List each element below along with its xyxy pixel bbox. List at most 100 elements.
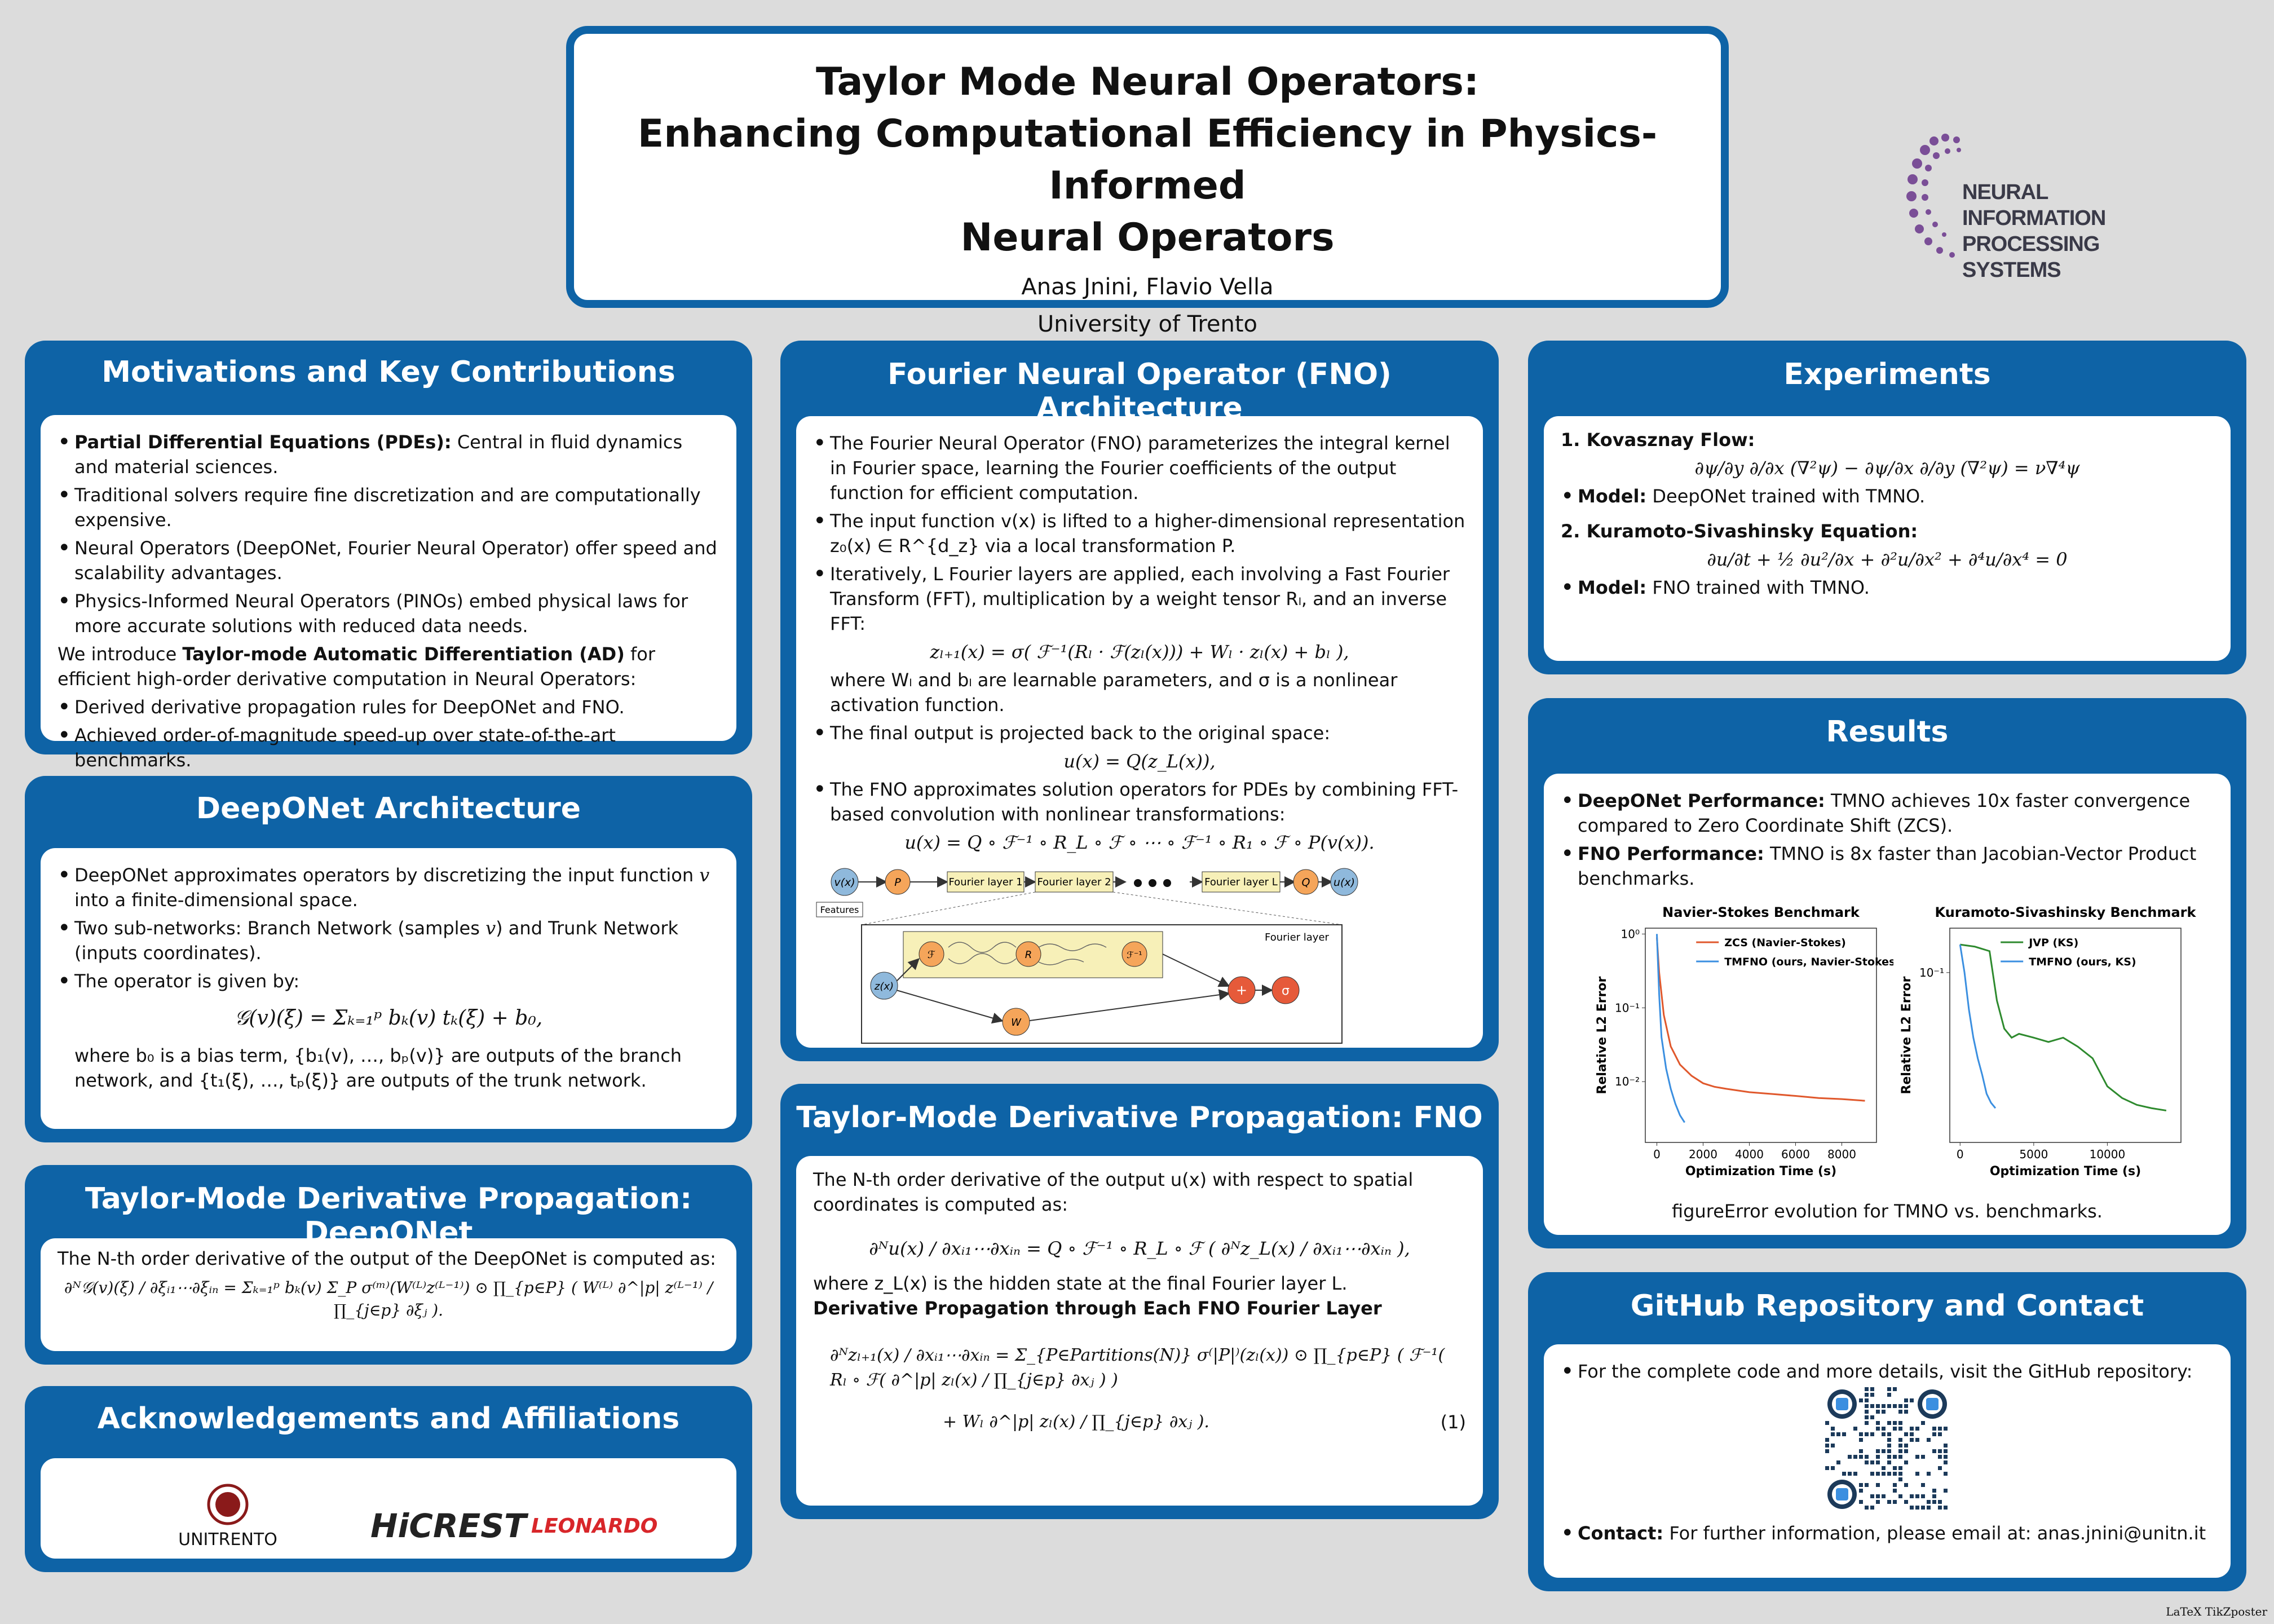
qr-module: [1932, 1427, 1936, 1431]
qr-module: [1921, 1421, 1925, 1425]
results-caption: figureError evolution for TMNO vs. bench…: [1672, 1201, 2103, 1222]
qr-module: [1825, 1421, 1829, 1425]
y-tick-label: 10⁻¹: [1615, 1001, 1640, 1014]
y-axis-label: Relative L2 Error: [1595, 976, 1609, 1094]
github-title: GitHub Repository and Contact: [1630, 1289, 2144, 1323]
qr-module: [1927, 1472, 1931, 1476]
list-item: Derived derivative propagation rules for…: [58, 695, 719, 720]
qr-module: [1887, 1387, 1891, 1391]
qr-module: [1898, 1427, 1902, 1431]
leonardo-logo: LEONARDO: [531, 1515, 657, 1538]
contact-bold: Contact:: [1578, 1522, 1664, 1544]
qr-module: [1927, 1438, 1931, 1442]
github-panel: GitHub Repository and Contact For the co…: [1528, 1272, 2246, 1591]
unitrento-logo: UNITRENTO: [178, 1484, 277, 1550]
zx-node: [870, 972, 898, 1000]
intro-paragraph: We introduce Taylor-mode Automatic Diffe…: [58, 642, 719, 691]
qr-module: [1887, 1460, 1891, 1464]
fno-eq1-where: where Wₗ and bₗ are learnable parameters…: [830, 669, 1398, 716]
qr-module: [1859, 1449, 1863, 1453]
pde-bold: Partial Differential Equations (PDEs):: [74, 431, 452, 453]
list-item: Neural Operators (DeepONet, Fourier Neur…: [58, 536, 719, 585]
qr-module: [1915, 1494, 1919, 1498]
taylor-fno-text: The N-th order derivative of the output …: [813, 1169, 1414, 1215]
results-title: Results: [1826, 715, 1949, 749]
equation-number: (1): [1440, 1411, 1466, 1433]
qr-module: [1876, 1472, 1880, 1476]
qr-module: [1915, 1438, 1919, 1442]
qr-module: [1882, 1494, 1886, 1498]
qr-module: [1876, 1483, 1880, 1487]
qr-module: [1865, 1460, 1869, 1464]
footer-tag: LaTeX TikZposter: [2166, 1605, 2267, 1618]
fno-title: Fourier Neural Operator (FNO) Architectu…: [887, 358, 1392, 425]
contact-text: For further information, please email at…: [1663, 1522, 2206, 1544]
qr-module: [1932, 1489, 1936, 1493]
r2-text: TMNO is 8x faster than Jacobian-Vector P…: [1578, 843, 2197, 889]
fl1-label: Fourier layer 1: [948, 876, 1022, 888]
exp2-model: FNO trained with TMNO.: [1646, 577, 1870, 598]
qr-module: [1927, 1506, 1931, 1510]
qr-module: [1831, 1466, 1835, 1470]
qr-module: [1876, 1404, 1880, 1408]
taylor-deeponet-body: The N-th order derivative of the output …: [41, 1238, 736, 1351]
qr-module: [1853, 1472, 1857, 1476]
x-tick-label: 5000: [2019, 1148, 2048, 1161]
exp2-eq: ∂u/∂t + ½ ∂u²/∂x + ∂²u/∂x² + ∂⁴u/∂x⁴ = 0: [1707, 549, 2068, 570]
qr-module: [1876, 1421, 1880, 1425]
series-line-0: [1656, 937, 1865, 1102]
taylor-fno-body: The N-th order derivative of the output …: [796, 1156, 1483, 1506]
legend-label: JVP (KS): [2028, 937, 2078, 949]
qr-module: [1865, 1404, 1869, 1408]
zx-label: z(x): [874, 981, 894, 992]
taylor-fno-panel: Taylor-Mode Derivative Propagation: FNO …: [780, 1084, 1499, 1519]
taylor-fno-subhead: Derivative Propagation through Each FNO …: [813, 1298, 1382, 1319]
qr-module: [1904, 1460, 1908, 1464]
qr-module: [1904, 1449, 1908, 1453]
qr-module: [1887, 1500, 1891, 1504]
qr-code[interactable]: [1825, 1387, 1949, 1511]
authors: Anas Jnini, Flavio Vella: [1021, 274, 1274, 300]
fourier-layer-2: [1035, 871, 1114, 893]
ux-node: [1330, 868, 1358, 896]
qr-module: [1944, 1427, 1948, 1431]
plot-frame: [1645, 928, 1877, 1143]
b2-var: v: [485, 917, 496, 939]
affiliation: University of Trento: [1037, 311, 1257, 337]
qr-module: [1904, 1483, 1908, 1487]
qr-module: [1870, 1494, 1874, 1498]
r1-bold: DeepONet Performance:: [1578, 790, 1825, 811]
spectral-block: [903, 931, 1163, 978]
qr-module: [1938, 1466, 1942, 1470]
qr-module: [1887, 1393, 1891, 1397]
exp1-eq: ∂ψ/∂y ∂/∂x (∇²ψ) − ∂ψ/∂x ∂/∂y (∇²ψ) = ν∇…: [1694, 457, 2080, 479]
plot-frame: [1949, 928, 2182, 1143]
hicrest-label: HiCREST: [370, 1507, 529, 1545]
experiments-title: Experiments: [1783, 358, 1991, 391]
fno-body: The Fourier Neural Operator (FNO) parame…: [796, 416, 1483, 1048]
qr-module: [1825, 1466, 1829, 1470]
qr-module: [1865, 1387, 1869, 1391]
qr-module: [1893, 1427, 1897, 1431]
qr-module: [1882, 1427, 1886, 1431]
qr-module: [1876, 1410, 1880, 1414]
qr-module: [1938, 1427, 1942, 1431]
r-node: [1015, 941, 1041, 967]
qr-module: [1882, 1472, 1886, 1476]
poster-title-line3: Neural Operators: [960, 215, 1335, 260]
ux-label: u(x): [1334, 876, 1355, 889]
qr-module: [1853, 1427, 1857, 1431]
qr-module: [1904, 1404, 1908, 1408]
qr-module: [1870, 1472, 1874, 1476]
w-node: [1002, 1008, 1030, 1036]
qr-finder-center: [1836, 1488, 1848, 1501]
fno-eq2: u(x) = Q(z_L(x)),: [1063, 751, 1216, 772]
sum-label: +: [1236, 982, 1247, 998]
qr-module: [1870, 1387, 1874, 1391]
qr-module: [1893, 1404, 1897, 1408]
qr-module: [1887, 1404, 1891, 1408]
ack-body: UNITRENTO HiCREST LEONARDO: [41, 1458, 736, 1559]
qr-module: [1865, 1398, 1869, 1402]
fft-node: [919, 941, 944, 967]
qr-module: [1904, 1432, 1908, 1436]
